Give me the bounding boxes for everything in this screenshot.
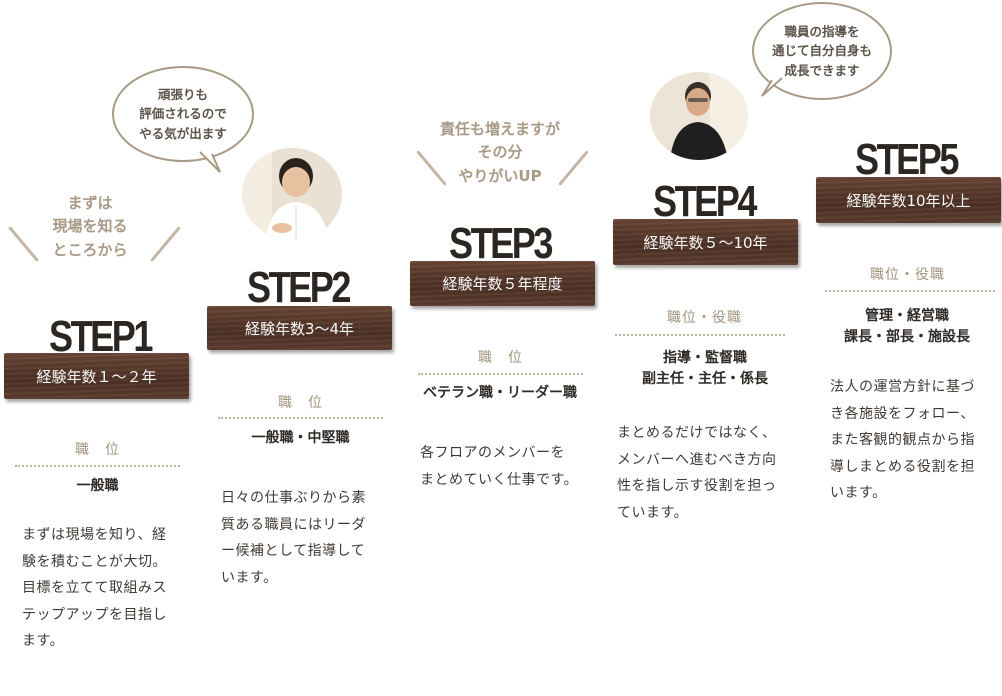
step5-description: 法人の運営方針に基づ き各施設をフォロー、 また客観的観点から指 導しまとめる役… [830, 374, 1002, 507]
step1-years-plank: 経験年数１～２年 [4, 353, 189, 399]
bubble-line: やる気が出ます [139, 125, 227, 141]
step2-title: STEP2 [246, 263, 351, 312]
desc-line: 験を積むことが大切。 [22, 553, 167, 570]
bubble-line: 評価されるので [139, 106, 227, 122]
step4-title: STEP4 [652, 177, 757, 226]
tagline-line: まずは [67, 194, 113, 212]
tagline-line: その分 [477, 143, 523, 162]
step4-role-heading: 職位・役職 [667, 310, 742, 326]
step2-dotted-divider [218, 417, 383, 419]
tagline-slash-left [8, 226, 39, 262]
step1-dotted-divider [15, 465, 180, 467]
step3-role-heading: 職 位 [478, 350, 523, 366]
step4-dotted-divider [615, 334, 785, 336]
step1-years-label: 経験年数１～２年 [36, 367, 157, 386]
step1-title: STEP1 [48, 312, 153, 361]
role-line: 一般職・中堅職 [251, 430, 350, 446]
step3-dotted-divider [418, 373, 583, 375]
desc-line: き各施設をフォロー、 [830, 405, 975, 422]
step3-description: 各フロアのメンバーを まとめていく仕事です。 [420, 440, 600, 493]
desc-line: まずは現場を知り、経 [22, 527, 167, 543]
step4-roles: 指導・監督職 副主任・主任・係長 [610, 348, 800, 390]
desc-line: います。 [830, 485, 887, 502]
step5-years-plank: 経験年数10年以上 [816, 177, 1001, 223]
step1-description: まずは現場を知り、経 験を積むことが大切。 目標を立てて取組みス テップアップを… [22, 522, 192, 655]
step4-bubble-tail [761, 77, 783, 97]
desc-line: メンバーへ進むべき方向 [617, 451, 777, 468]
tagline-line: やりがいUP [458, 166, 542, 185]
step2-bubble-tail [199, 151, 221, 173]
desc-line: 導しまとめる役割を担 [830, 458, 975, 475]
desc-line: 目標を立てて取組みス [22, 580, 167, 597]
step2-speech-bubble: 頑張りも 評価されるので やる気が出ます [112, 66, 254, 162]
step2-years-plank: 経験年数3～4年 [207, 306, 392, 350]
step5-title: STEP5 [854, 135, 959, 184]
role-line: 副主任・主任・係長 [642, 371, 768, 387]
desc-line: 質ある職員にはリーダ [221, 516, 366, 533]
step4-speech-bubble: 職員の指導を 通じて自分自身も 成長できます [752, 2, 892, 100]
role-line: ベテラン職・リーダー職 [423, 385, 577, 401]
desc-line: 性を指し示す役割を担っ [617, 478, 777, 495]
step4-years-label: 経験年数５～10年 [643, 233, 768, 252]
tagline-line: 現場を知る [52, 217, 128, 236]
step5-years-label: 経験年数10年以上 [846, 191, 971, 210]
step2-roles: 一般職・中堅職 [218, 428, 383, 449]
step2-staff-photo [242, 148, 342, 240]
step5-roles: 管理・経営職 課長・部長・施設長 [812, 306, 1002, 348]
step3-title: STEP3 [448, 219, 553, 268]
step3-years-label: 経験年数５年程度 [442, 275, 563, 293]
desc-line: まとめるだけではなく、 [617, 425, 777, 441]
desc-line: います。 [221, 569, 278, 586]
desc-line: また客観的観点から指 [830, 432, 975, 449]
desc-line: 各フロアのメンバーを [420, 445, 565, 461]
step2-description: 日々の仕事ぶりから素 質ある職員にはリーダ ー候補として指導して います。 [221, 485, 396, 591]
desc-line: ー候補として指導して [221, 543, 366, 560]
step1-role-heading: 職 位 [75, 442, 120, 458]
step5-role-heading: 職位・役職 [870, 267, 945, 283]
tagline-line: ところから [52, 240, 128, 259]
step4-years-plank: 経験年数５～10年 [613, 219, 798, 265]
role-line: 一般職 [76, 478, 119, 494]
tagline-line: 責任も増えますが [439, 120, 560, 138]
desc-line: 日々の仕事ぶりから素 [221, 490, 366, 506]
step3-years-plank: 経験年数５年程度 [410, 261, 595, 306]
role-line: 管理・経営職 [865, 308, 949, 324]
bubble-line: 通じて自分自身も [771, 43, 872, 59]
role-line: 課長・部長・施設長 [844, 329, 970, 345]
desc-line: ます。 [22, 633, 65, 650]
step2-role-heading: 職 位 [278, 395, 323, 411]
bubble-line: 成長できます [784, 62, 860, 78]
step1-tagline: まずは 現場を知る ところから [40, 192, 140, 262]
tagline-slash-right [150, 226, 181, 262]
role-line: 指導・監督職 [663, 350, 747, 366]
bubble-line: 職員の指導を [784, 23, 860, 39]
desc-line: ています。 [617, 504, 689, 521]
desc-line: まとめていく仕事です。 [420, 471, 579, 488]
step3-tagline: 責任も増えますが その分 やりがいUP [420, 118, 580, 188]
step4-staff-photo [650, 72, 748, 160]
step2-years-label: 経験年数3～4年 [244, 319, 355, 338]
step5-dotted-divider [825, 290, 995, 292]
desc-line: 法人の運営方針に基づ [830, 379, 975, 395]
desc-line: テップアップを目指し [22, 606, 167, 623]
bubble-line: 頑張りも [157, 86, 208, 102]
step4-description: まとめるだけではなく、 メンバーへ進むべき方向 性を指し示す役割を担っ ています… [617, 420, 802, 526]
step1-roles: 一般職 [15, 476, 180, 497]
step3-roles: ベテラン職・リーダー職 [405, 383, 595, 404]
